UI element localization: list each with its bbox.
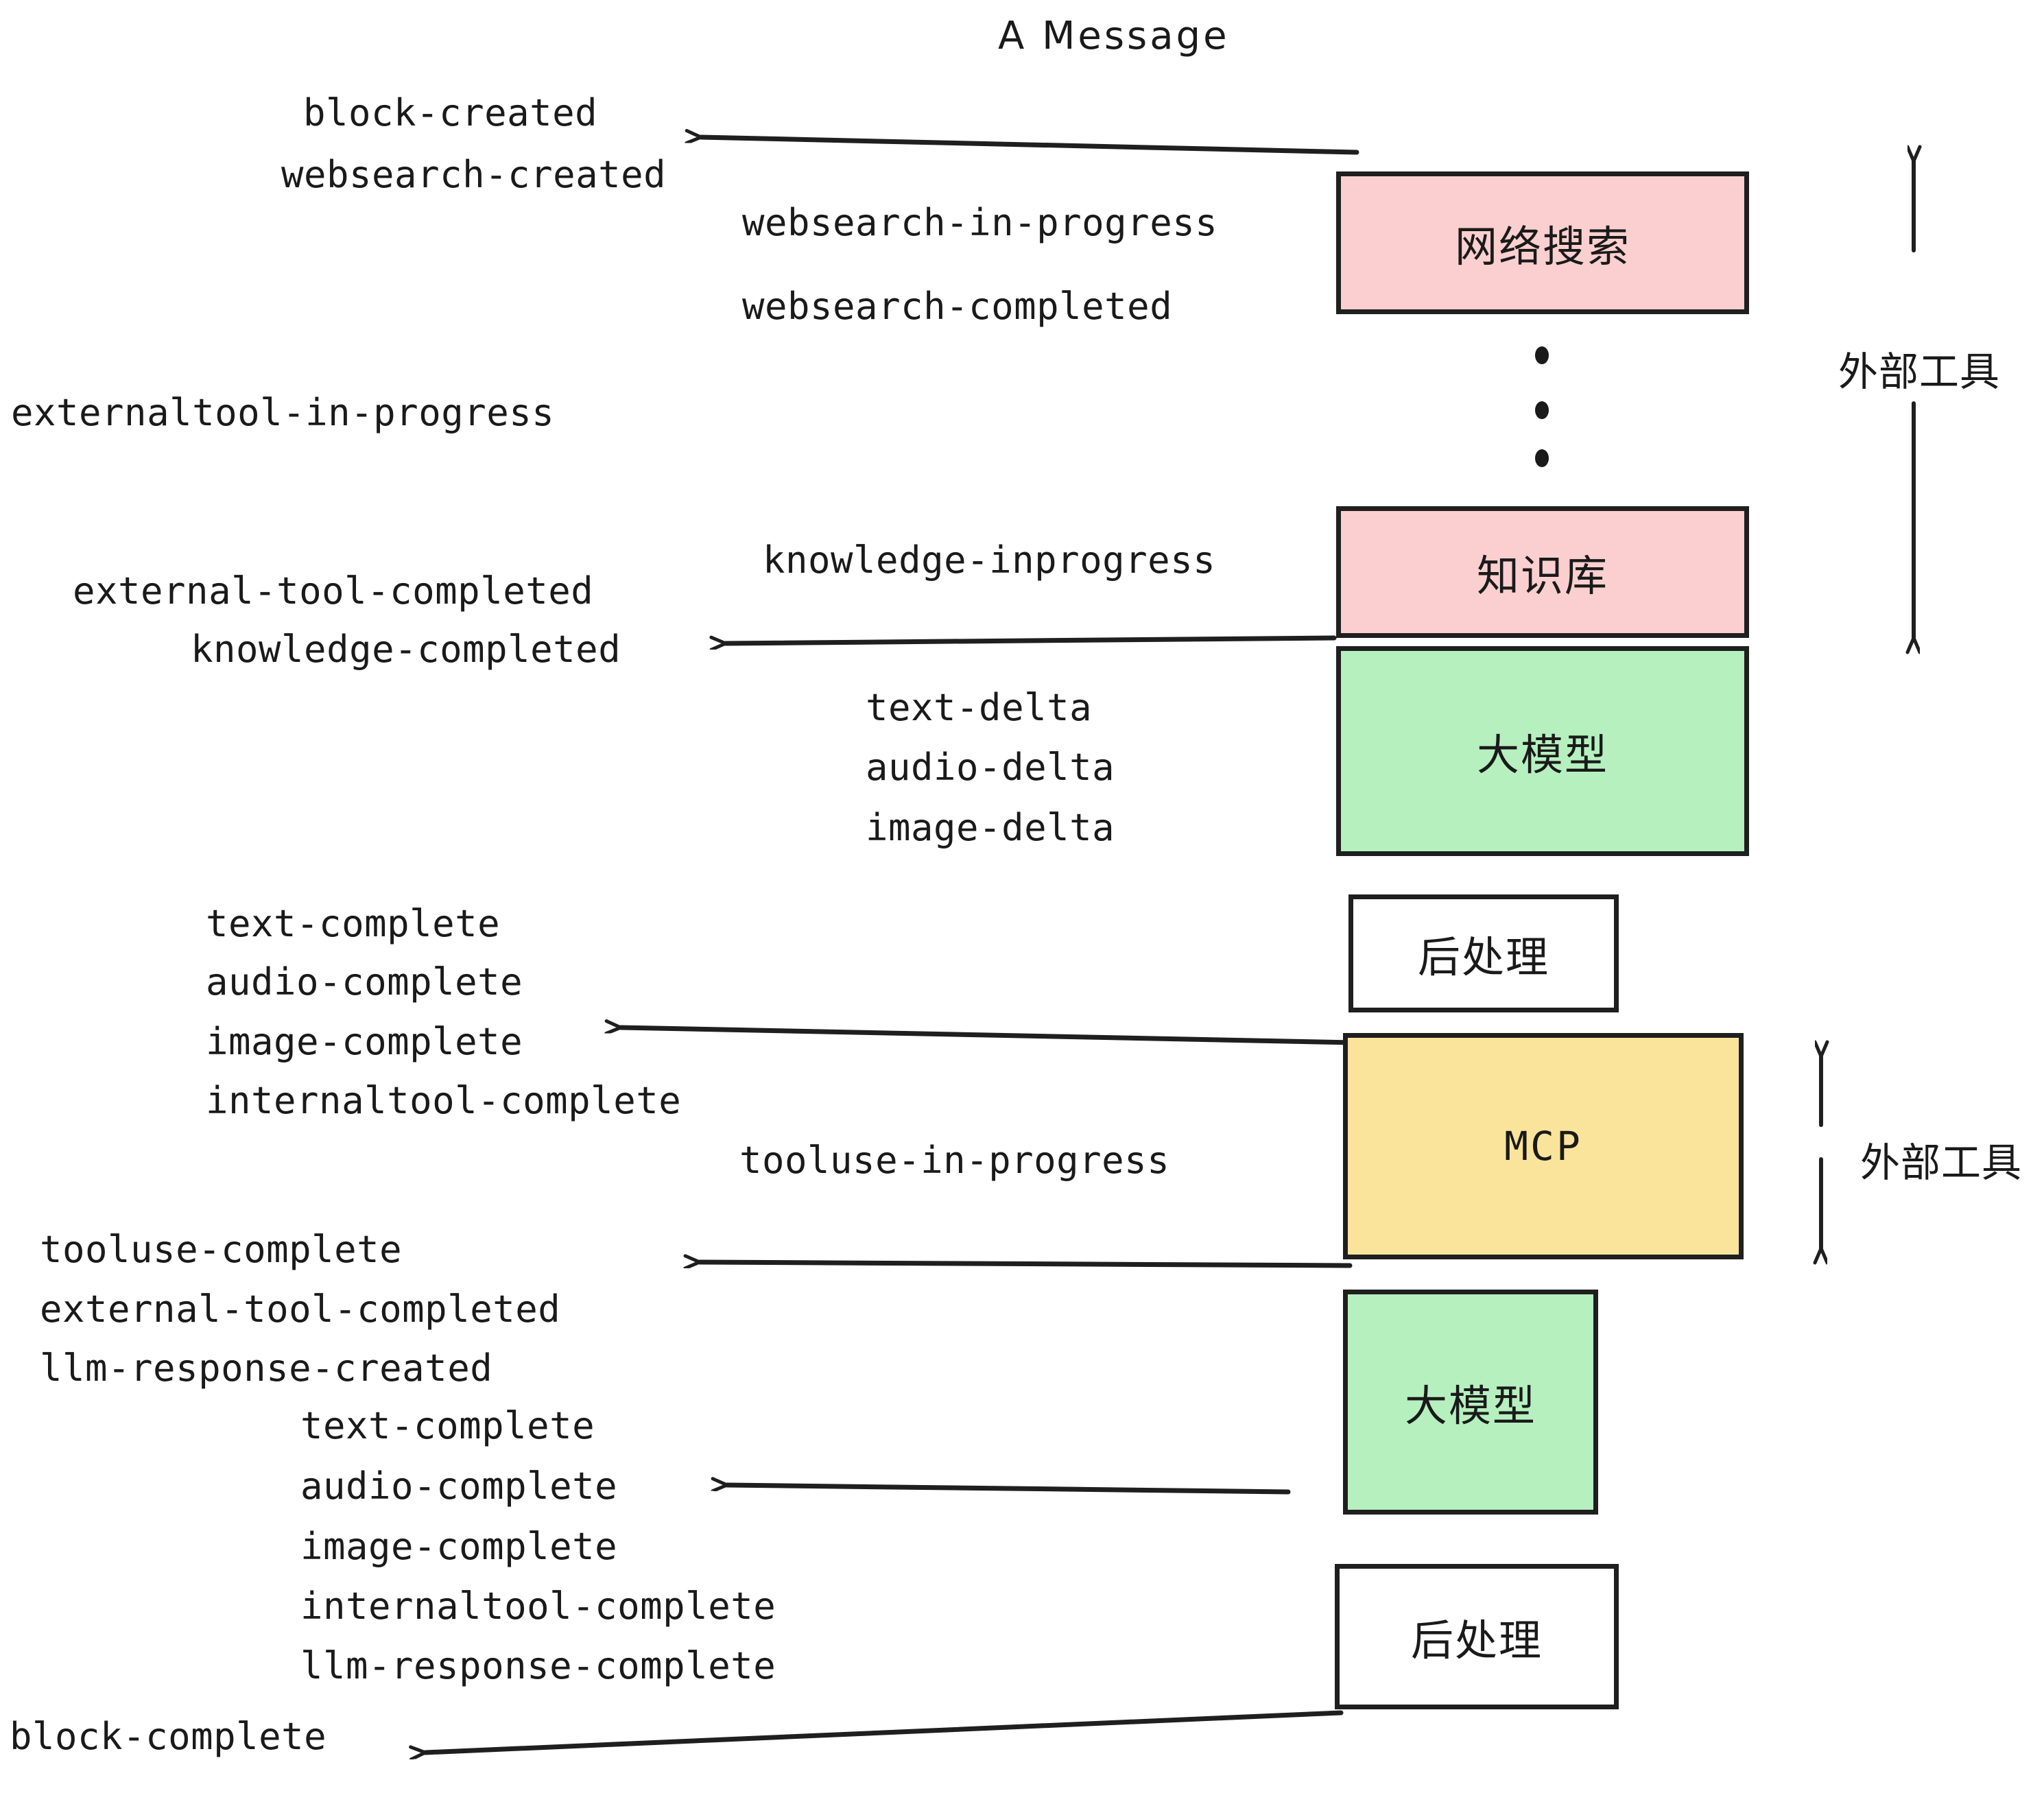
event-label-internaltool-complete-2: internaltool-complete <box>300 1585 776 1628</box>
event-label-llm-response-created: llm-response-created <box>40 1346 493 1390</box>
box-mcp: MCP <box>1343 1033 1744 1259</box>
event-label-tooluse-in-progress: tooluse-in-progress <box>739 1139 1170 1182</box>
page-title: A Message <box>998 14 1230 58</box>
event-label-image-delta-1: image-delta <box>866 806 1115 849</box>
event-label-websearch-completed: websearch-completed <box>742 285 1173 328</box>
box-websearch: 网络搜索 <box>1336 171 1749 314</box>
box-llm-bottom: 大模型 <box>1343 1290 1598 1515</box>
event-label-image-complete-1: image-complete <box>206 1020 523 1063</box>
box-llm-top: 大模型 <box>1336 646 1749 856</box>
event-label-audio-complete-2: audio-complete <box>300 1464 618 1508</box>
event-label-block-created: block-created <box>303 91 598 134</box>
event-label-internaltool-complete-1: internaltool-complete <box>206 1079 682 1122</box>
arrow-block-complete-icon <box>425 1710 1344 1753</box>
ellipsis-dot-3 <box>1535 449 1549 467</box>
event-label-external-tool-completed-1: external-tool-completed <box>73 569 594 613</box>
arrow-block-created-icon <box>701 137 1359 155</box>
event-label-block-complete: block-complete <box>10 1715 327 1758</box>
event-label-knowledge-inprogress: knowledge-inprogress <box>763 538 1216 582</box>
event-label-websearch-created: websearch-created <box>281 153 667 196</box>
event-label-audio-complete-1: audio-complete <box>206 960 523 1004</box>
event-label-text-complete-1: text-complete <box>206 902 501 945</box>
event-label-llm-response-complete: llm-response-complete <box>300 1644 776 1687</box>
arrow-knowledge-completed-icon <box>726 635 1337 643</box>
side-label-external-tools-top: 外部工具 <box>1838 348 2001 395</box>
side-label-external-tools-bottom: 外部工具 <box>1860 1139 2023 1186</box>
event-label-knowledge-completed: knowledge-completed <box>191 628 621 671</box>
box-knowledge: 知识库 <box>1336 506 1749 638</box>
event-label-text-delta-1: text-delta <box>866 686 1093 729</box>
arrow-tooluse-complete-icon <box>700 1262 1353 1266</box>
event-label-audio-delta-1: audio-delta <box>866 746 1115 789</box>
event-label-image-complete-2: image-complete <box>300 1525 618 1568</box>
event-label-text-complete-2: text-complete <box>300 1404 595 1447</box>
box-post-top: 后处理 <box>1348 894 1619 1012</box>
event-label-tooluse-complete: tooluse-complete <box>40 1228 403 1271</box>
event-label-external-tool-completed-2: external-tool-completed <box>40 1287 561 1331</box>
arrow-audio-complete-icon <box>727 1485 1291 1495</box>
ellipsis-dot-2 <box>1535 401 1549 419</box>
event-label-websearch-in-progress: websearch-in-progress <box>742 201 1218 244</box>
event-label-externaltool-in-progress: externaltool-in-progress <box>11 391 555 434</box>
ellipsis-dot-1 <box>1535 346 1549 364</box>
box-post-bottom: 后处理 <box>1335 1564 1619 1709</box>
arrow-image-complete-icon <box>621 1028 1455 1047</box>
